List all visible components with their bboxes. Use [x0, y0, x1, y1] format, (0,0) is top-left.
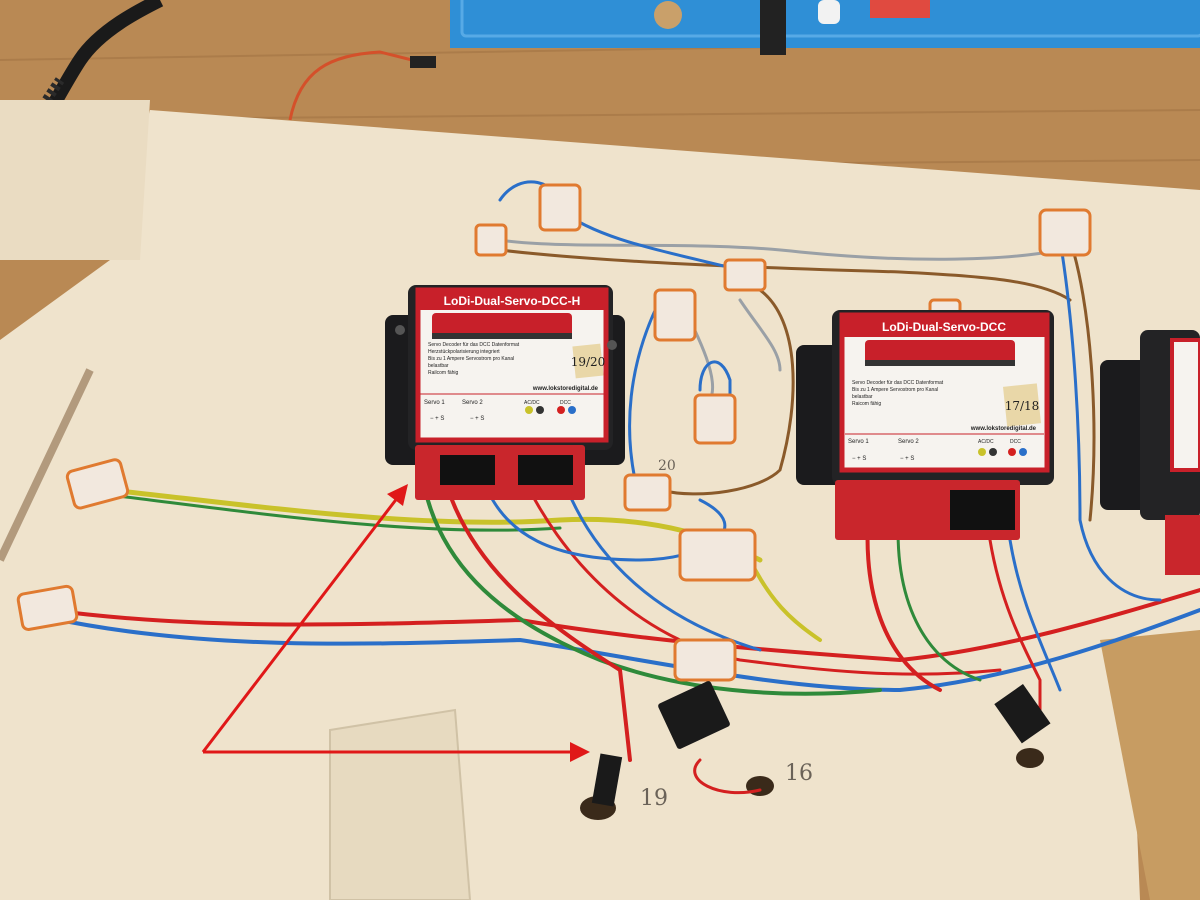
locomotive-image — [432, 313, 572, 339]
dcc-label: DCC — [1010, 439, 1021, 445]
loose-servo-cable — [288, 50, 421, 121]
pins-servo1: − + S — [852, 456, 866, 462]
arrow-head — [570, 742, 590, 762]
sticker-note — [1003, 383, 1041, 427]
feature-3: belastbar — [852, 394, 873, 400]
board-edge — [1100, 630, 1200, 900]
terminal-block — [440, 455, 495, 485]
pins-servo2: − + S — [470, 416, 484, 422]
arrow-head — [387, 484, 408, 506]
terminal-block — [518, 455, 573, 485]
feature-2: Bis zu 1 Ampere Servostrom pro Kanal — [852, 387, 938, 393]
pencil-mark-19: 19 — [640, 786, 668, 811]
feature-1: Servo Decoder für das DCC Datenformat — [852, 380, 944, 386]
acdc-label: AC/DC — [524, 400, 540, 406]
servo2-label: Servo 2 — [462, 400, 483, 406]
pins-servo2: − + S — [900, 456, 914, 462]
spool — [654, 1, 682, 29]
white-cap — [818, 0, 840, 24]
decoder-right: LoDi-Dual-Servo-DCC 17/18 Servo Decoder … — [796, 310, 1054, 540]
tool-handle — [760, 0, 786, 55]
pencil-mark-16: 16 — [785, 761, 813, 786]
acdc-label: AC/DC — [978, 439, 994, 445]
sticker-note — [572, 343, 604, 379]
plywood-side-piece — [0, 100, 150, 260]
decoder-third-partial — [1100, 330, 1200, 575]
sticker-number: 17/18 — [1005, 399, 1040, 413]
board-hole — [1016, 748, 1044, 768]
feature-4: Raicom fähig — [852, 401, 881, 407]
decoder-title: LoDi-Dual-Servo-DCC-H — [444, 294, 581, 308]
servo-plugs — [591, 681, 1051, 807]
servo2-label: Servo 2 — [898, 439, 919, 445]
pins-servo1: − + S — [430, 416, 444, 422]
decoder-left: LoDi-Dual-Servo-DCC-H 19/20 Servo Decode… — [385, 285, 625, 500]
servo1-label: Servo 1 — [848, 439, 869, 445]
arrow-line-to-decoder — [201, 496, 400, 753]
wago-connectors — [16, 183, 1092, 682]
dcc-label: DCC — [560, 400, 571, 406]
red-object — [870, 0, 930, 18]
sticker-number: 19/20 — [571, 355, 606, 369]
servo1-label: Servo 1 — [424, 400, 445, 406]
plywood-support — [329, 708, 472, 900]
locomotive-image — [865, 340, 1015, 366]
website: www.lokstoredigital.de — [970, 426, 1037, 432]
feature-2: Herzstückpolarisierung integriert — [428, 349, 500, 355]
feature-3: Bis zu 1 Ampere Servostrom pro Kanal — [428, 356, 514, 362]
feature-4: belastbar — [428, 363, 449, 369]
plywood-board — [0, 110, 1200, 900]
feature-1: Servo Decoder für das DCC Datenformat — [428, 342, 520, 348]
feature-5: Railcom fähig — [428, 370, 459, 376]
pencil-mark-20: 20 — [658, 458, 676, 474]
annotation-arrows — [201, 484, 590, 762]
terminal-block — [950, 490, 1015, 530]
decoder-title: LoDi-Dual-Servo-DCC — [882, 320, 1006, 334]
website: www.lokstoredigital.de — [532, 386, 599, 392]
